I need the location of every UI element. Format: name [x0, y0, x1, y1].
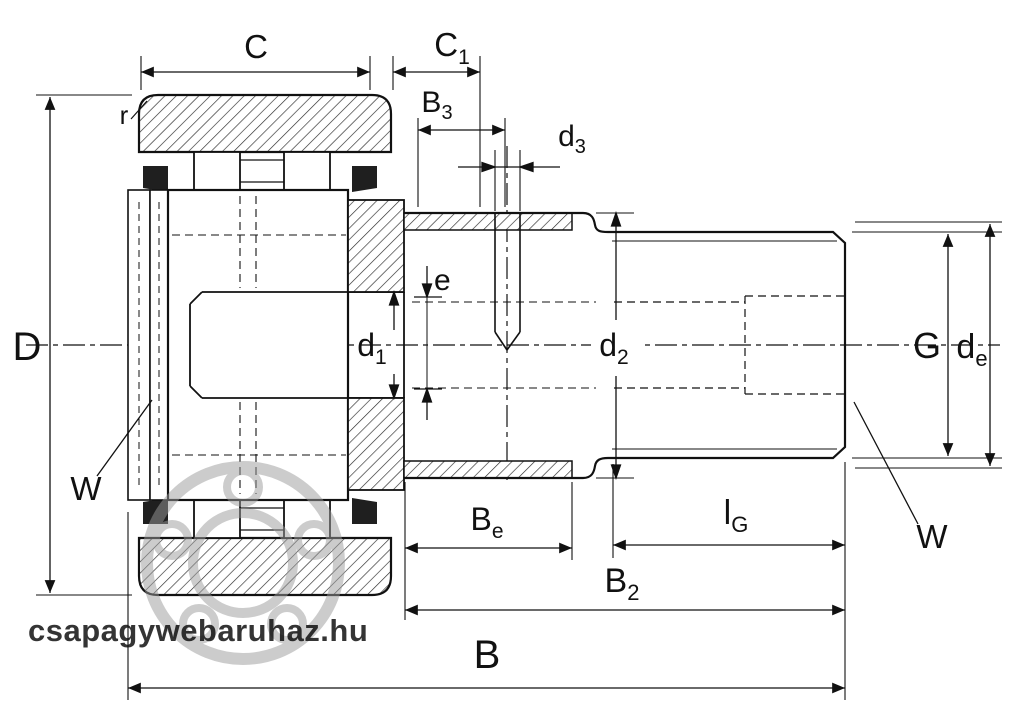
- dim-label-lg: lG: [724, 494, 749, 537]
- stud-shaft: [403, 211, 609, 480]
- dim-label-c: C: [244, 28, 268, 65]
- thrust-washers: [127, 189, 169, 501]
- dim-label-g: G: [913, 325, 941, 366]
- seals: [143, 166, 377, 524]
- extension-lines: [36, 56, 1002, 700]
- dimension-labels: C C1 B3 d3 r D e d1 d2 G de W W Be lG B2…: [13, 26, 988, 677]
- dim-label-d3: d3: [558, 120, 586, 158]
- dim-label-b3: B3: [421, 86, 452, 124]
- dim-label-d-outer: D: [13, 325, 42, 369]
- dim-label-d2: d2: [599, 327, 628, 369]
- label-w-left: W: [70, 470, 102, 507]
- watermark: csapagywebaruhaz.hu: [28, 461, 368, 665]
- thread: [608, 230, 847, 460]
- dim-label-c1: C1: [434, 26, 470, 69]
- dim-label-e: e: [434, 264, 451, 297]
- dim-label-de: de: [956, 328, 987, 371]
- dim-label-be: Be: [470, 501, 503, 543]
- dimension-lines: [44, 66, 996, 694]
- stud-flange: [347, 199, 405, 491]
- dim-label-b2: B2: [605, 562, 640, 605]
- stud-head: [166, 188, 404, 502]
- dim-label-d1: d1: [357, 327, 386, 369]
- watermark-logo: [141, 461, 345, 665]
- label-w-right: W: [916, 518, 948, 555]
- watermark-text: csapagywebaruhaz.hu: [28, 613, 368, 648]
- label-r: r: [120, 100, 129, 130]
- dim-label-b: B: [474, 633, 501, 677]
